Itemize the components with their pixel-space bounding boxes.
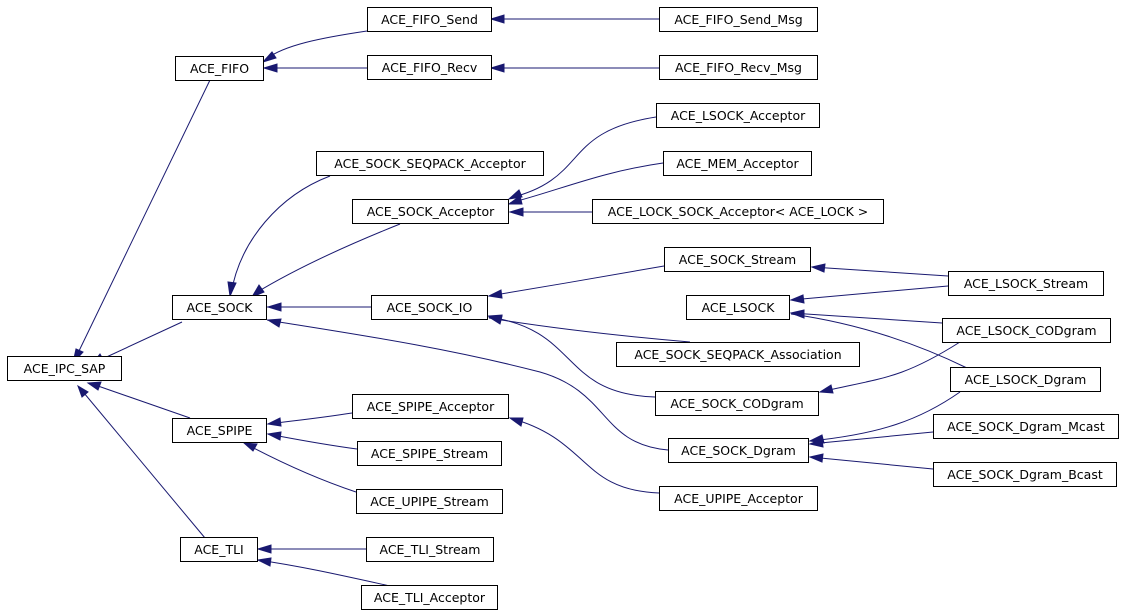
class-node-ace-lock-sock-acceptor[interactable]: ACE_LOCK_SOCK_Acceptor< ACE_LOCK > <box>592 199 884 224</box>
class-node-ace-sock[interactable]: ACE_SOCK <box>172 295 267 320</box>
class-node-ace-mem-acceptor[interactable]: ACE_MEM_Acceptor <box>663 151 812 176</box>
edge-sock-codgram-sock-io <box>488 316 656 398</box>
class-node-ace-sock-dgram-bcast[interactable]: ACE_SOCK_Dgram_Bcast <box>933 462 1117 487</box>
edge-fifo-send-fifo <box>265 30 368 60</box>
edge-lsock-acceptor-sock-acceptor <box>509 116 657 199</box>
class-node-ace-ipc-sap[interactable]: ACE_IPC_SAP <box>7 356 122 381</box>
edge-lsock-stream-lsock <box>790 285 949 301</box>
edge-sock-dgram-sock <box>266 319 669 451</box>
arrowhead-mem-acceptor-sock-acceptor <box>507 195 523 205</box>
class-node-ace-lsock-stream[interactable]: ACE_LSOCK_Stream <box>948 271 1104 296</box>
class-node-ace-lsock-codgram[interactable]: ACE_LSOCK_CODgram <box>942 318 1111 343</box>
arrowhead-fifo-recv-msg-fifo-recv <box>489 63 505 73</box>
arrowhead-lsock-stream-lsock <box>789 294 805 304</box>
class-node-ace-sock-seqpack-acceptor[interactable]: ACE_SOCK_SEQPACK_Acceptor <box>316 151 544 176</box>
class-node-ace-fifo-recv[interactable]: ACE_FIFO_Recv <box>367 55 492 80</box>
edge-spipe-stream-spipe <box>267 433 358 450</box>
edge-lsock-codgram-sock-codgram <box>819 341 961 393</box>
arrowhead-lsock-codgram-sock-codgram <box>818 384 834 394</box>
class-node-ace-upipe-stream[interactable]: ACE_UPIPE_Stream <box>356 489 503 514</box>
arrowhead-tli-ipc-sap <box>77 384 89 398</box>
arrowhead-lsock-codgram-lsock <box>789 309 805 319</box>
class-node-ace-tli-acceptor[interactable]: ACE_TLI_Acceptor <box>361 585 498 610</box>
arrowhead-spipe-stream-spipe <box>266 431 282 441</box>
class-node-ace-sock-dgram[interactable]: ACE_SOCK_Dgram <box>668 438 809 463</box>
edge-tli-ipc-sap <box>83 392 206 539</box>
edge-lsock-stream-sock-stream <box>811 266 949 277</box>
edge-sock-dgram-bcast-sock-dgram <box>809 456 934 470</box>
arrowhead-spipe-acceptor-spipe <box>266 417 282 427</box>
arrowhead-sock-stream-sock-io <box>487 289 503 299</box>
class-node-ace-sock-dgram-mcast[interactable]: ACE_SOCK_Dgram_Mcast <box>933 414 1119 439</box>
arrowhead-lock-sock-acceptor-sock-acceptor <box>508 207 524 217</box>
arrowhead-fifo-send-msg-fifo-send <box>489 14 505 24</box>
arrowhead-upipe-stream-spipe <box>242 442 258 452</box>
class-node-ace-fifo-send-msg[interactable]: ACE_FIFO_Send_Msg <box>659 7 818 32</box>
edge-lsock-dgram-sock-dgram <box>809 391 961 442</box>
class-node-ace-fifo[interactable]: ACE_FIFO <box>175 56 264 81</box>
class-node-ace-fifo-recv-msg[interactable]: ACE_FIFO_Recv_Msg <box>659 55 818 80</box>
arrowhead-tli-stream-tli <box>256 544 272 554</box>
class-node-ace-sock-seqpack-association[interactable]: ACE_SOCK_SEQPACK_Association <box>616 342 860 367</box>
class-node-ace-sock-stream[interactable]: ACE_SOCK_Stream <box>664 247 811 272</box>
edge-lsock-dgram-lsock <box>790 313 968 369</box>
class-node-ace-sock-codgram[interactable]: ACE_SOCK_CODgram <box>655 391 819 416</box>
arrowhead-sock-codgram-sock-io <box>487 314 503 324</box>
edge-sock-seqpack-acceptor-sock <box>230 175 331 295</box>
arrowhead-sock-dgram-sock <box>266 318 282 328</box>
class-node-ace-fifo-send[interactable]: ACE_FIFO_Send <box>367 7 492 32</box>
arrowhead-sock-dgram-bcast-sock-dgram <box>808 453 824 463</box>
arrowhead-sock-io-sock <box>266 302 282 312</box>
class-node-ace-spipe-acceptor[interactable]: ACE_SPIPE_Acceptor <box>352 394 509 419</box>
edge-sock-dgram-mcast-sock-dgram <box>809 431 934 445</box>
class-node-ace-sock-io[interactable]: ACE_SOCK_IO <box>371 295 488 320</box>
edge-sock-ipc-sap <box>99 321 183 361</box>
class-node-ace-lsock-acceptor[interactable]: ACE_LSOCK_Acceptor <box>656 103 820 128</box>
arrowhead-fifo-send-fifo <box>261 51 277 64</box>
arrowhead-sock-acceptor-sock <box>250 284 265 299</box>
arrowhead-lsock-stream-sock-stream <box>810 263 826 273</box>
arrowhead-upipe-acceptor-spipe-acceptor <box>508 417 524 427</box>
arrowhead-spipe-ipc-sap <box>86 381 102 391</box>
class-node-ace-lsock[interactable]: ACE_LSOCK <box>686 295 790 320</box>
edge-spipe-ipc-sap <box>97 385 191 419</box>
class-node-ace-sock-acceptor[interactable]: ACE_SOCK_Acceptor <box>352 199 509 224</box>
arrowhead-fifo-recv-fifo <box>262 63 278 73</box>
edge-tli-acceptor-tli <box>257 559 391 587</box>
class-node-ace-lsock-dgram[interactable]: ACE_LSOCK_Dgram <box>950 367 1101 392</box>
edge-lsock-codgram-lsock <box>790 312 943 324</box>
class-node-ace-spipe-stream[interactable]: ACE_SPIPE_Stream <box>357 441 502 466</box>
class-node-ace-tli-stream[interactable]: ACE_TLI_Stream <box>366 537 494 562</box>
class-node-ace-tli[interactable]: ACE_TLI <box>180 537 258 562</box>
edge-sock-acceptor-sock <box>253 223 401 295</box>
edge-upipe-stream-spipe <box>245 443 357 493</box>
edge-fifo-ipc-sap <box>77 79 211 354</box>
edge-sock-seqpack-association-sock-io <box>488 317 691 343</box>
class-node-ace-upipe-acceptor[interactable]: ACE_UPIPE_Acceptor <box>659 486 818 511</box>
edge-sock-stream-sock-io <box>488 265 665 297</box>
arrowhead-sock-dgram-mcast-sock-dgram <box>808 438 824 448</box>
arrowhead-sock-seqpack-acceptor-sock <box>227 281 237 298</box>
arrowhead-tli-acceptor-tli <box>256 557 272 567</box>
class-node-ace-spipe[interactable]: ACE_SPIPE <box>172 418 267 443</box>
edge-mem-acceptor-sock-acceptor <box>509 162 664 204</box>
edge-upipe-acceptor-spipe-acceptor <box>509 417 660 494</box>
